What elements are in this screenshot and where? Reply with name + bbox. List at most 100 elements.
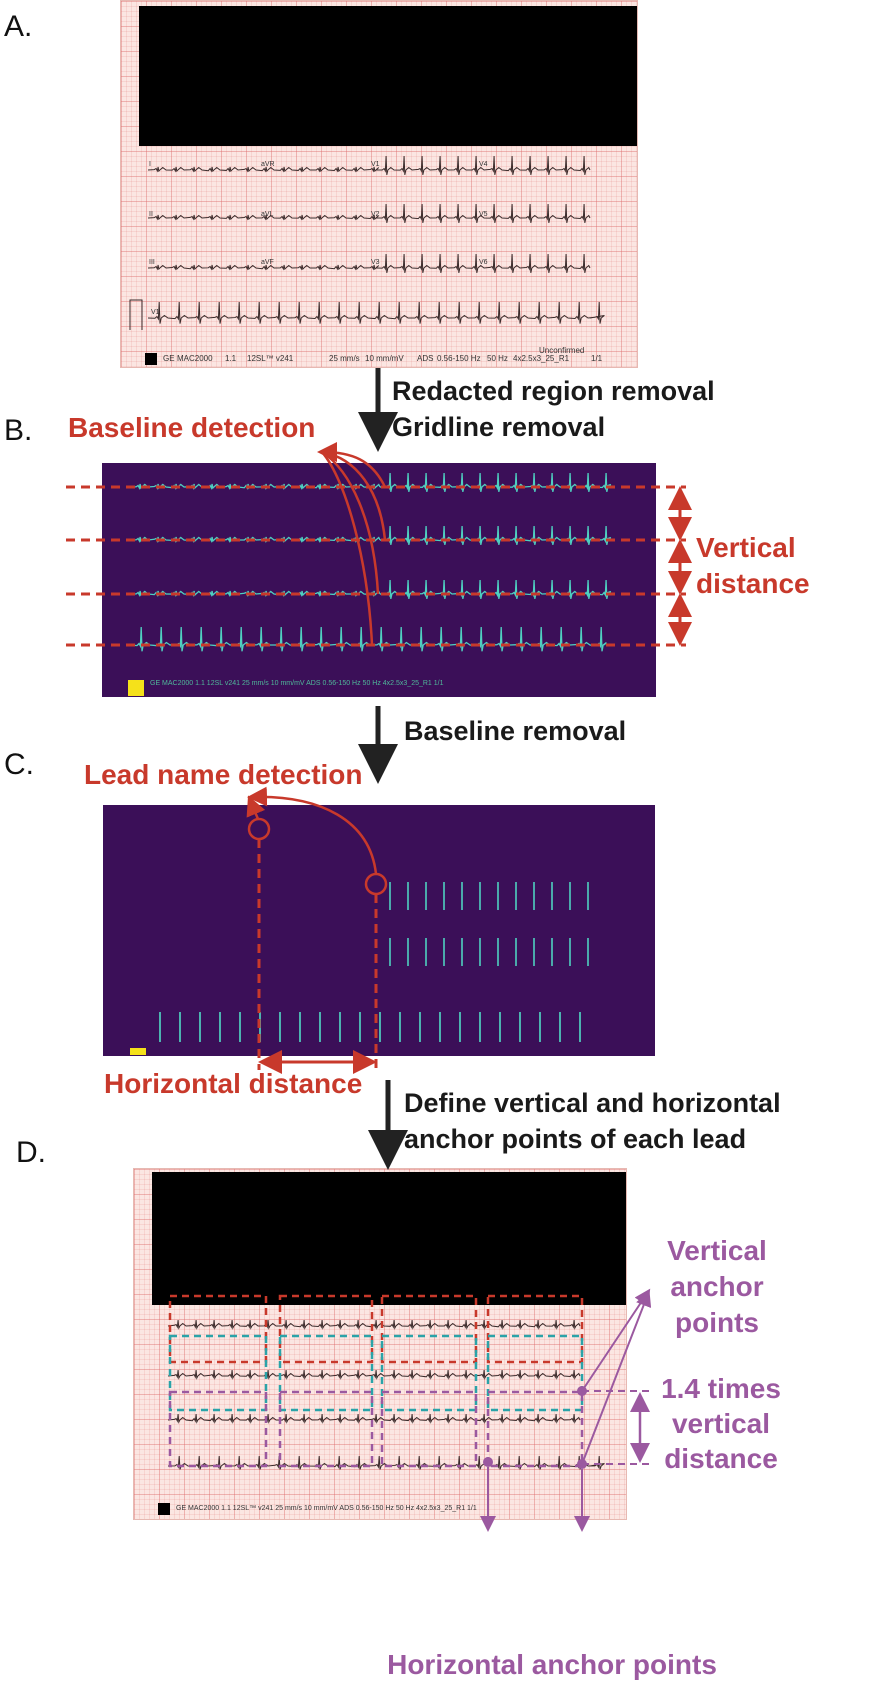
panel-d-trace-1: [167, 1319, 581, 1330]
calibration-marker: [145, 353, 157, 365]
lead-label-i: I: [149, 161, 151, 168]
panel-c-traces: [130, 882, 589, 1055]
vertical-anchor-points-line1: Vertical: [667, 1235, 767, 1266]
footer-software: 12SL™ v241: [247, 354, 294, 363]
lead-label-v3: V3: [371, 259, 380, 266]
lead-box-r2-c2: [278, 1334, 374, 1412]
lead-box-r3-c3: [380, 1390, 478, 1468]
lead-box-r1-c2: [278, 1294, 374, 1364]
vertical-distance-label-line2: distance: [696, 568, 810, 599]
step3-line1: Define vertical and horizontal: [404, 1088, 781, 1118]
panel-b-trace-right-2: [379, 525, 612, 546]
lead-box-r1-c4: [486, 1294, 584, 1364]
unconfirmed-label: Unconfirmed: [539, 346, 585, 355]
footer-format: 4x2.5x3_25_R1: [513, 354, 570, 363]
panel-b-traces: [128, 472, 612, 696]
panel-b-rhythm-trace: [129, 626, 607, 652]
lead-label-avl: aVL: [261, 211, 274, 218]
lead-name-circle-v1: [364, 872, 388, 896]
lead-name-pointer-1: [246, 795, 266, 820]
lead-label-v5: V5: [479, 211, 488, 218]
panel-d-trace-2: [167, 1369, 581, 1380]
times-vertical-distance-line2: vertical: [671, 1408, 771, 1439]
lead-label-v6: V6: [479, 259, 488, 266]
lead-box-r3-c4: [486, 1390, 584, 1468]
footer-page: 1/1: [591, 354, 603, 363]
step1-line2: Gridline removal: [392, 412, 606, 442]
panel-b-processed-image: GE MAC2000 1.1 12SL v241 25 mm/s 10 mm/m…: [102, 463, 656, 697]
step-arrows: [358, 368, 408, 1170]
lead-name-pointer-2: [247, 786, 378, 875]
panel-b-letter: B.: [4, 414, 33, 447]
lead-label-v4: V4: [479, 161, 488, 168]
redacted-region: [139, 6, 637, 146]
horizontal-anchor-dot-left: [483, 1457, 493, 1467]
panel-b-annotations: [66, 442, 692, 647]
baseline-pointer-1: [317, 442, 387, 488]
times-vertical-distance-line1: 1.4 times: [661, 1373, 781, 1404]
panel-d-trace-3: [167, 1413, 581, 1424]
step2-text: Baseline removal: [404, 716, 627, 746]
times-vertical-distance-line3: distance: [664, 1443, 778, 1474]
footer-filter: 0.56-150 Hz: [437, 354, 481, 363]
lead-label-v1: V1: [371, 161, 380, 168]
panel-b-trace-right-1: [379, 472, 612, 493]
panel-d-ecg-image: GE MAC2000 1.1 12SL™ v241 25 mm/s 10 mm/…: [133, 1168, 627, 1520]
calibration-marker-d: [158, 1503, 170, 1515]
vertical-anchor-points-line3: points: [675, 1307, 759, 1338]
footer-mains: 50 Hz: [487, 354, 508, 363]
panel-a-ecg-image: I aVR V1 V4 II aVL V2 V5 III aVF V3 V6 V…: [120, 0, 638, 368]
horizontal-anchor-points-label: Horizontal anchor points: [387, 1649, 717, 1680]
lead-box-r1-c3: [380, 1294, 478, 1364]
lead-box-r2-c3: [380, 1334, 478, 1412]
footer-ads: ADS: [417, 354, 434, 363]
panel-a-ecg-traces: [129, 155, 605, 330]
vertical-distance-label-line1: Vertical: [696, 532, 796, 563]
panel-d-rhythm-trace: [167, 1455, 605, 1470]
panel-b-yellow-marker: [128, 680, 144, 696]
panel-b-footer: GE MAC2000 1.1 12SL v241 25 mm/s 10 mm/m…: [150, 680, 444, 687]
lead-box-r3-c2: [278, 1390, 374, 1468]
lead-label-avr: aVR: [261, 161, 275, 168]
lead-label-rhythm: V1: [151, 309, 160, 316]
lead-label-avf: aVF: [261, 259, 274, 266]
panel-a-trace-left-3: [147, 264, 380, 271]
footer-device: MAC2000: [177, 354, 213, 363]
vertical-anchor-pointer-upper: [581, 1288, 651, 1392]
panel-a-trace-left-1: [147, 166, 380, 173]
vertical-anchor-points-line2: anchor: [670, 1271, 764, 1302]
panel-b-trace-right-3: [379, 579, 612, 600]
footer-version: 1.1: [225, 354, 237, 363]
step1-line1: Redacted region removal: [392, 376, 715, 406]
panel-c-yellow-marker: [130, 1048, 146, 1055]
panel-a-trace-left-2: [147, 214, 380, 221]
panel-d-letter: D.: [16, 1136, 46, 1169]
redacted-region-d: [152, 1172, 626, 1305]
panel-a-trace-right-2: [375, 203, 591, 224]
lead-box-r2-c1: [168, 1334, 268, 1412]
panel-a-trace-right-3: [375, 253, 591, 274]
panel-c-letter: C.: [4, 748, 34, 781]
lead-box-r3-c1: [168, 1390, 268, 1468]
footer-gain: 10 mm/mV: [365, 354, 404, 363]
lead-label-iii: III: [149, 259, 155, 266]
baseline-pointer-2: [321, 450, 387, 541]
footer-d: GE MAC2000 1.1 12SL™ v241 25 mm/s 10 mm/…: [176, 1505, 477, 1512]
baseline-pointer-4: [321, 451, 374, 646]
panel-d-ecg-traces: [167, 1319, 605, 1470]
panel-c-annotations: [246, 786, 388, 1074]
lead-label-ii: II: [149, 211, 153, 218]
baseline-detection-label: Baseline detection: [68, 412, 316, 443]
lead-box-r1-c1: [168, 1294, 268, 1364]
footer-ge: GE: [163, 354, 175, 363]
lead-label-v2: V2: [371, 211, 380, 218]
footer-speed: 25 mm/s: [329, 354, 360, 363]
panel-d-annotations: [168, 1288, 652, 1532]
step3-line2: anchor points of each lead: [404, 1124, 747, 1154]
lead-name-detection-label: Lead name detection: [84, 759, 363, 790]
vertical-anchor-pointer-lower: [581, 1290, 652, 1465]
panel-a-letter: A.: [4, 10, 33, 43]
lead-name-circle-avr: [247, 817, 271, 841]
panel-a-trace-right-1: [375, 155, 591, 176]
